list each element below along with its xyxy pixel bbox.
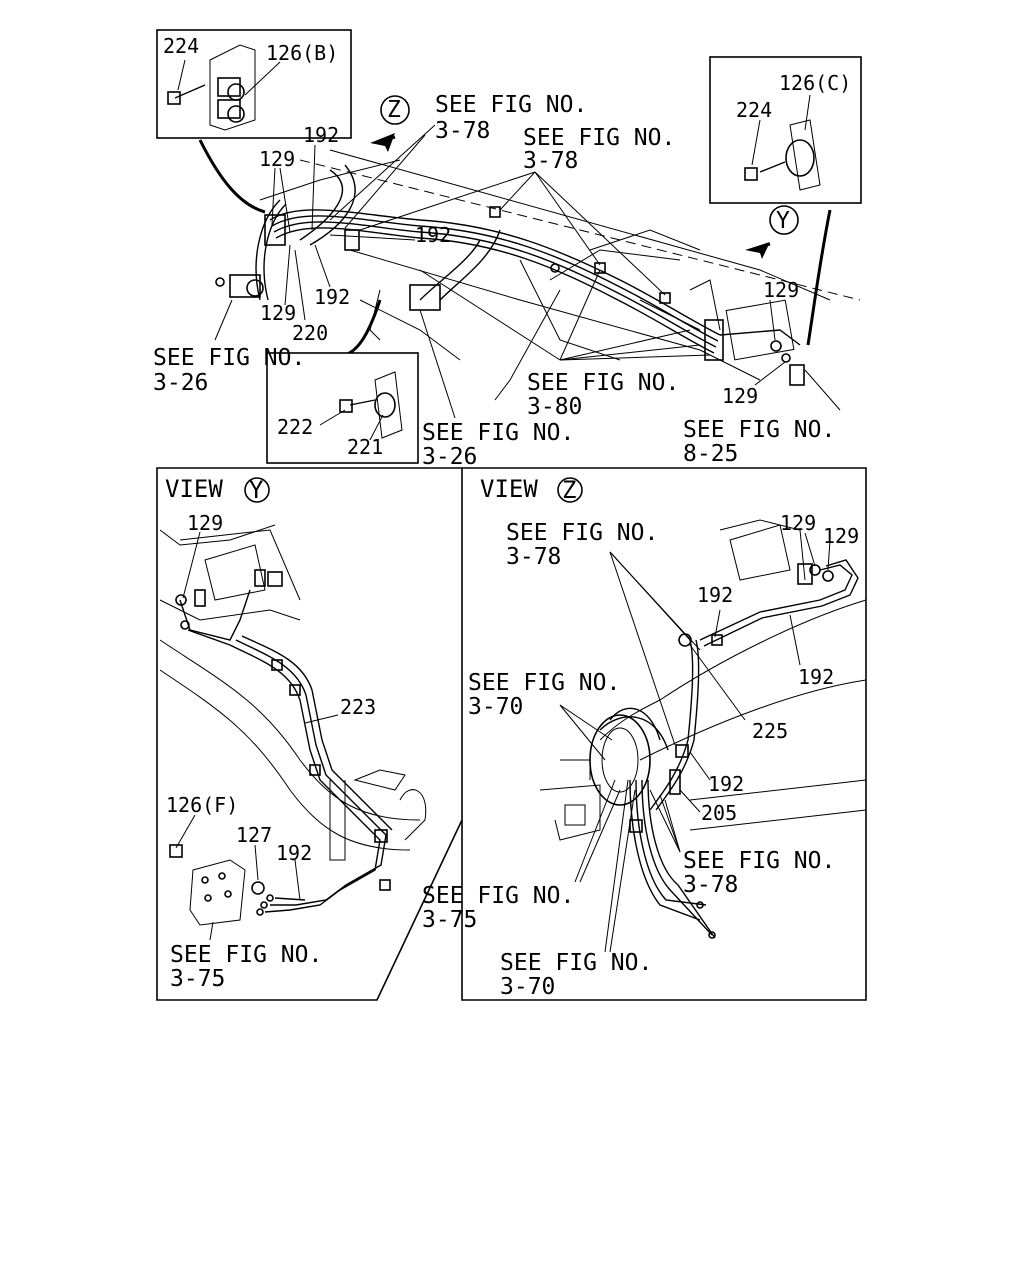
view-z-see-3-70-bot-line2: 3-70 — [500, 974, 555, 1000]
callout-220: 220 — [292, 321, 328, 345]
view-z-callout-129-a: 129 — [780, 511, 816, 535]
callout-129-b: 129 — [260, 301, 296, 325]
callout-126-b: 126(B) — [266, 41, 338, 65]
callout-192-c: 192 — [314, 285, 350, 309]
view-z-see-3-70-bot-line1: SEE FIG NO. — [500, 950, 652, 976]
view-z-callout-192-a: 192 — [697, 583, 733, 607]
view-y-panel — [156, 467, 463, 1001]
view-z-callout-129-b: 129 — [823, 524, 859, 548]
view-z-callout-205: 205 — [701, 801, 737, 825]
view-y-callout-127: 127 — [236, 823, 272, 847]
see-fig-3-80-line1: SEE FIG NO. — [527, 370, 679, 396]
view-y-callout-129: 129 — [187, 511, 223, 535]
see-fig-8-25-line2: 8-25 — [683, 441, 738, 467]
view-z-see-3-75-line2: 3-75 — [422, 907, 477, 933]
see-fig-3-26-b-line1: SEE FIG NO. — [422, 420, 574, 446]
callout-221: 221 — [347, 435, 383, 459]
view-z-letter: Z — [562, 476, 576, 504]
view-z-see-3-70-top-line1: SEE FIG NO. — [468, 670, 620, 696]
view-y-callout-223: 223 — [340, 695, 376, 719]
view-y-callout-192: 192 — [276, 841, 312, 865]
view-y-see-3-75-line2: 3-75 — [170, 966, 225, 992]
callout-222: 222 — [277, 415, 313, 439]
callout-129-c: 129 — [763, 278, 799, 302]
see-fig-3-26-a-line1: SEE FIG NO. — [153, 345, 305, 371]
view-z-callout-192-c: 192 — [708, 772, 744, 796]
callout-224-b: 224 — [163, 34, 199, 58]
callout-192-b: 192 — [415, 223, 451, 247]
see-fig-3-78-b-line2: 3-78 — [523, 148, 578, 174]
callout-129-a: 129 — [259, 147, 295, 171]
view-z-see-3-78-bot-line1: SEE FIG NO. — [683, 848, 835, 874]
see-fig-3-26-b-line2: 3-26 — [422, 444, 477, 470]
view-y-letter: Y — [249, 476, 264, 504]
callout-129-d: 129 — [722, 384, 758, 408]
view-z-see-3-70-top-line2: 3-70 — [468, 694, 523, 720]
view-z-callout-225: 225 — [752, 719, 788, 743]
view-y-callout-126-f: 126(F) — [166, 793, 238, 817]
inset-126c — [709, 56, 862, 204]
view-z-see-3-78-bot-line2: 3-78 — [683, 872, 738, 898]
view-z-label: VIEW — [480, 475, 538, 503]
inset-221-222 — [266, 352, 419, 464]
arrow-z-letter: Z — [387, 97, 401, 123]
see-fig-8-25-line1: SEE FIG NO. — [683, 417, 835, 443]
see-fig-3-78-a-line1: SEE FIG NO. — [435, 92, 587, 118]
view-z-panel — [461, 467, 867, 1001]
view-z-see-3-78-top-line1: SEE FIG NO. — [506, 520, 658, 546]
view-y-label: VIEW — [165, 475, 223, 503]
callout-192-a: 192 — [303, 123, 339, 147]
callout-126-c: 126(C) — [779, 71, 851, 95]
arrow-y-letter: Y — [776, 208, 790, 234]
view-z-see-3-78-top-line2: 3-78 — [506, 544, 561, 570]
inset-126b — [156, 29, 352, 139]
see-fig-3-78-b-line1: SEE FIG NO. — [523, 125, 675, 151]
main-assembly-drawing — [198, 95, 861, 419]
view-z-callout-192-b: 192 — [798, 665, 834, 689]
view-y-see-3-75-line1: SEE FIG NO. — [170, 942, 322, 968]
see-fig-3-80-line2: 3-80 — [527, 394, 582, 420]
callout-224-c: 224 — [736, 98, 772, 122]
see-fig-3-78-a-line2: 3-78 — [435, 118, 490, 144]
view-z-see-3-75-line1: SEE FIG NO. — [422, 883, 574, 909]
see-fig-3-26-a-line2: 3-26 — [153, 370, 208, 396]
